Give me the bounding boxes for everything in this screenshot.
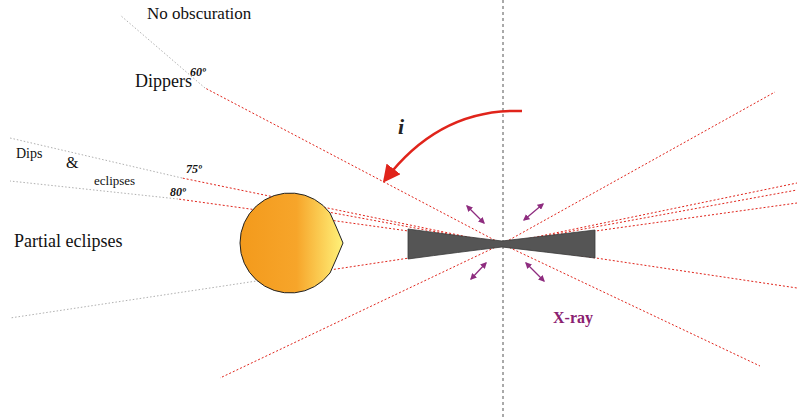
inclination-arrow <box>385 111 522 180</box>
region-label: & <box>66 155 78 171</box>
emission-label: X-ray <box>553 310 593 326</box>
region-label: Dips <box>16 147 42 161</box>
grey-line <box>10 276 290 318</box>
xray-arrow <box>471 263 486 279</box>
sight-line <box>182 178 502 244</box>
xray-arrow <box>467 206 484 223</box>
sight-line <box>502 92 775 244</box>
red-sightlines <box>178 88 797 378</box>
sight-line <box>502 183 797 244</box>
angle-label: 60º <box>190 66 206 78</box>
region-label: No obscuration <box>147 5 251 22</box>
accretion-disk <box>408 229 595 259</box>
angle-label: 75º <box>186 163 202 175</box>
rotation-axis <box>503 0 504 417</box>
grey-line <box>10 138 182 178</box>
inclination-symbol: i <box>398 116 404 138</box>
region-label: eclipses <box>94 174 135 187</box>
xray-arrow <box>524 204 543 220</box>
grey-extension-lines <box>10 15 290 318</box>
companion-star <box>240 193 343 293</box>
angle-label: 80º <box>170 186 186 198</box>
xray-arrows <box>467 204 544 281</box>
region-label: Dippers <box>135 72 192 90</box>
region-label: Partial eclipses <box>14 232 122 250</box>
sight-line <box>502 244 760 366</box>
xray-arrow <box>526 263 544 281</box>
